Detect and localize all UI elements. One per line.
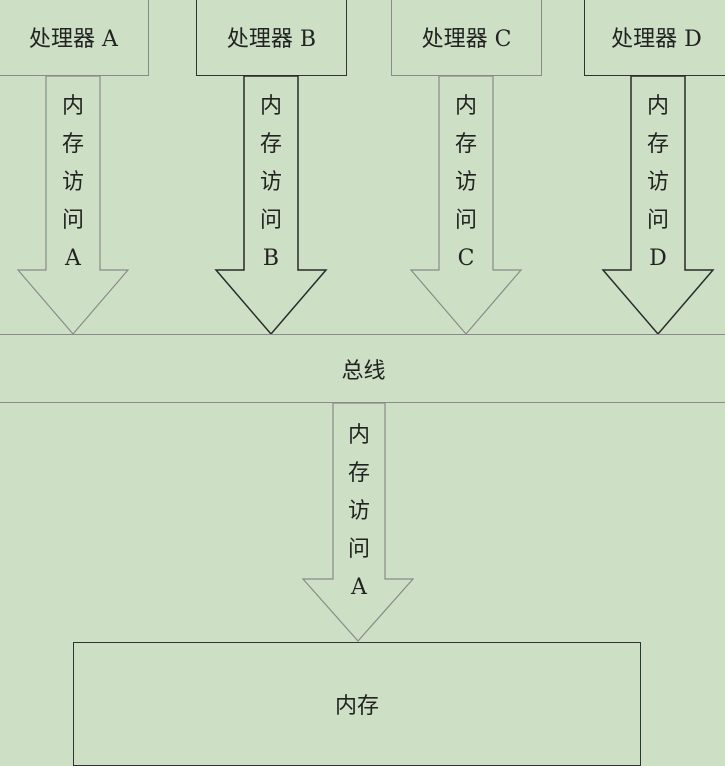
access-char: 访 xyxy=(347,499,370,524)
access-char: 内 xyxy=(259,94,282,119)
processor-b-box: 处理器 B xyxy=(196,0,347,76)
access-label-bus: 内 存 访 问 A xyxy=(344,417,374,607)
access-char: 访 xyxy=(61,170,84,195)
bus-label: 总线 xyxy=(341,358,386,384)
processor-a-label: 处理器 A xyxy=(29,27,118,52)
access-char: B xyxy=(262,246,280,271)
access-label-d: 内 存 访 问 D xyxy=(643,88,673,278)
processor-a-box: 处理器 A xyxy=(0,0,149,76)
memory-box: 内存 xyxy=(73,642,641,766)
access-char: 存 xyxy=(646,132,669,157)
access-char: 问 xyxy=(454,208,477,233)
access-char: 存 xyxy=(454,132,477,157)
access-char: A xyxy=(65,246,81,271)
access-char: 内 xyxy=(61,94,84,119)
processor-d-box: 处理器 D xyxy=(584,0,725,76)
access-char: 存 xyxy=(61,132,84,157)
access-char: 访 xyxy=(454,170,477,195)
access-char: 内 xyxy=(454,94,477,119)
bus-box: 总线 xyxy=(0,334,725,403)
access-char: 访 xyxy=(646,170,669,195)
memory-access-arrow-d xyxy=(601,75,715,336)
access-char: 内 xyxy=(646,94,669,119)
access-label-c: 内 存 访 问 C xyxy=(451,88,481,278)
access-char: 存 xyxy=(259,132,282,157)
access-char: C xyxy=(457,246,475,271)
access-char: 问 xyxy=(259,208,282,233)
memory-access-arrow-a xyxy=(16,75,130,335)
access-char: 问 xyxy=(61,208,84,233)
memory-access-arrow-bus xyxy=(301,402,415,642)
access-label-a: 内 存 访 问 A xyxy=(58,88,88,278)
access-char: 内 xyxy=(347,423,370,448)
memory-access-arrow-b xyxy=(214,75,328,336)
processor-b-label: 处理器 B xyxy=(226,27,317,52)
processor-c-label: 处理器 C xyxy=(421,27,512,52)
memory-access-arrow-c xyxy=(409,75,523,335)
access-char: D xyxy=(649,246,667,271)
memory-label: 内存 xyxy=(334,694,379,719)
access-char: 问 xyxy=(347,537,370,562)
access-char: 访 xyxy=(259,170,282,195)
access-label-b: 内 存 访 问 B xyxy=(256,88,286,278)
access-char: A xyxy=(351,575,367,600)
processor-d-label: 处理器 D xyxy=(611,27,702,52)
processor-c-box: 处理器 C xyxy=(391,0,542,76)
access-char: 存 xyxy=(347,461,370,486)
access-char: 问 xyxy=(646,208,669,233)
